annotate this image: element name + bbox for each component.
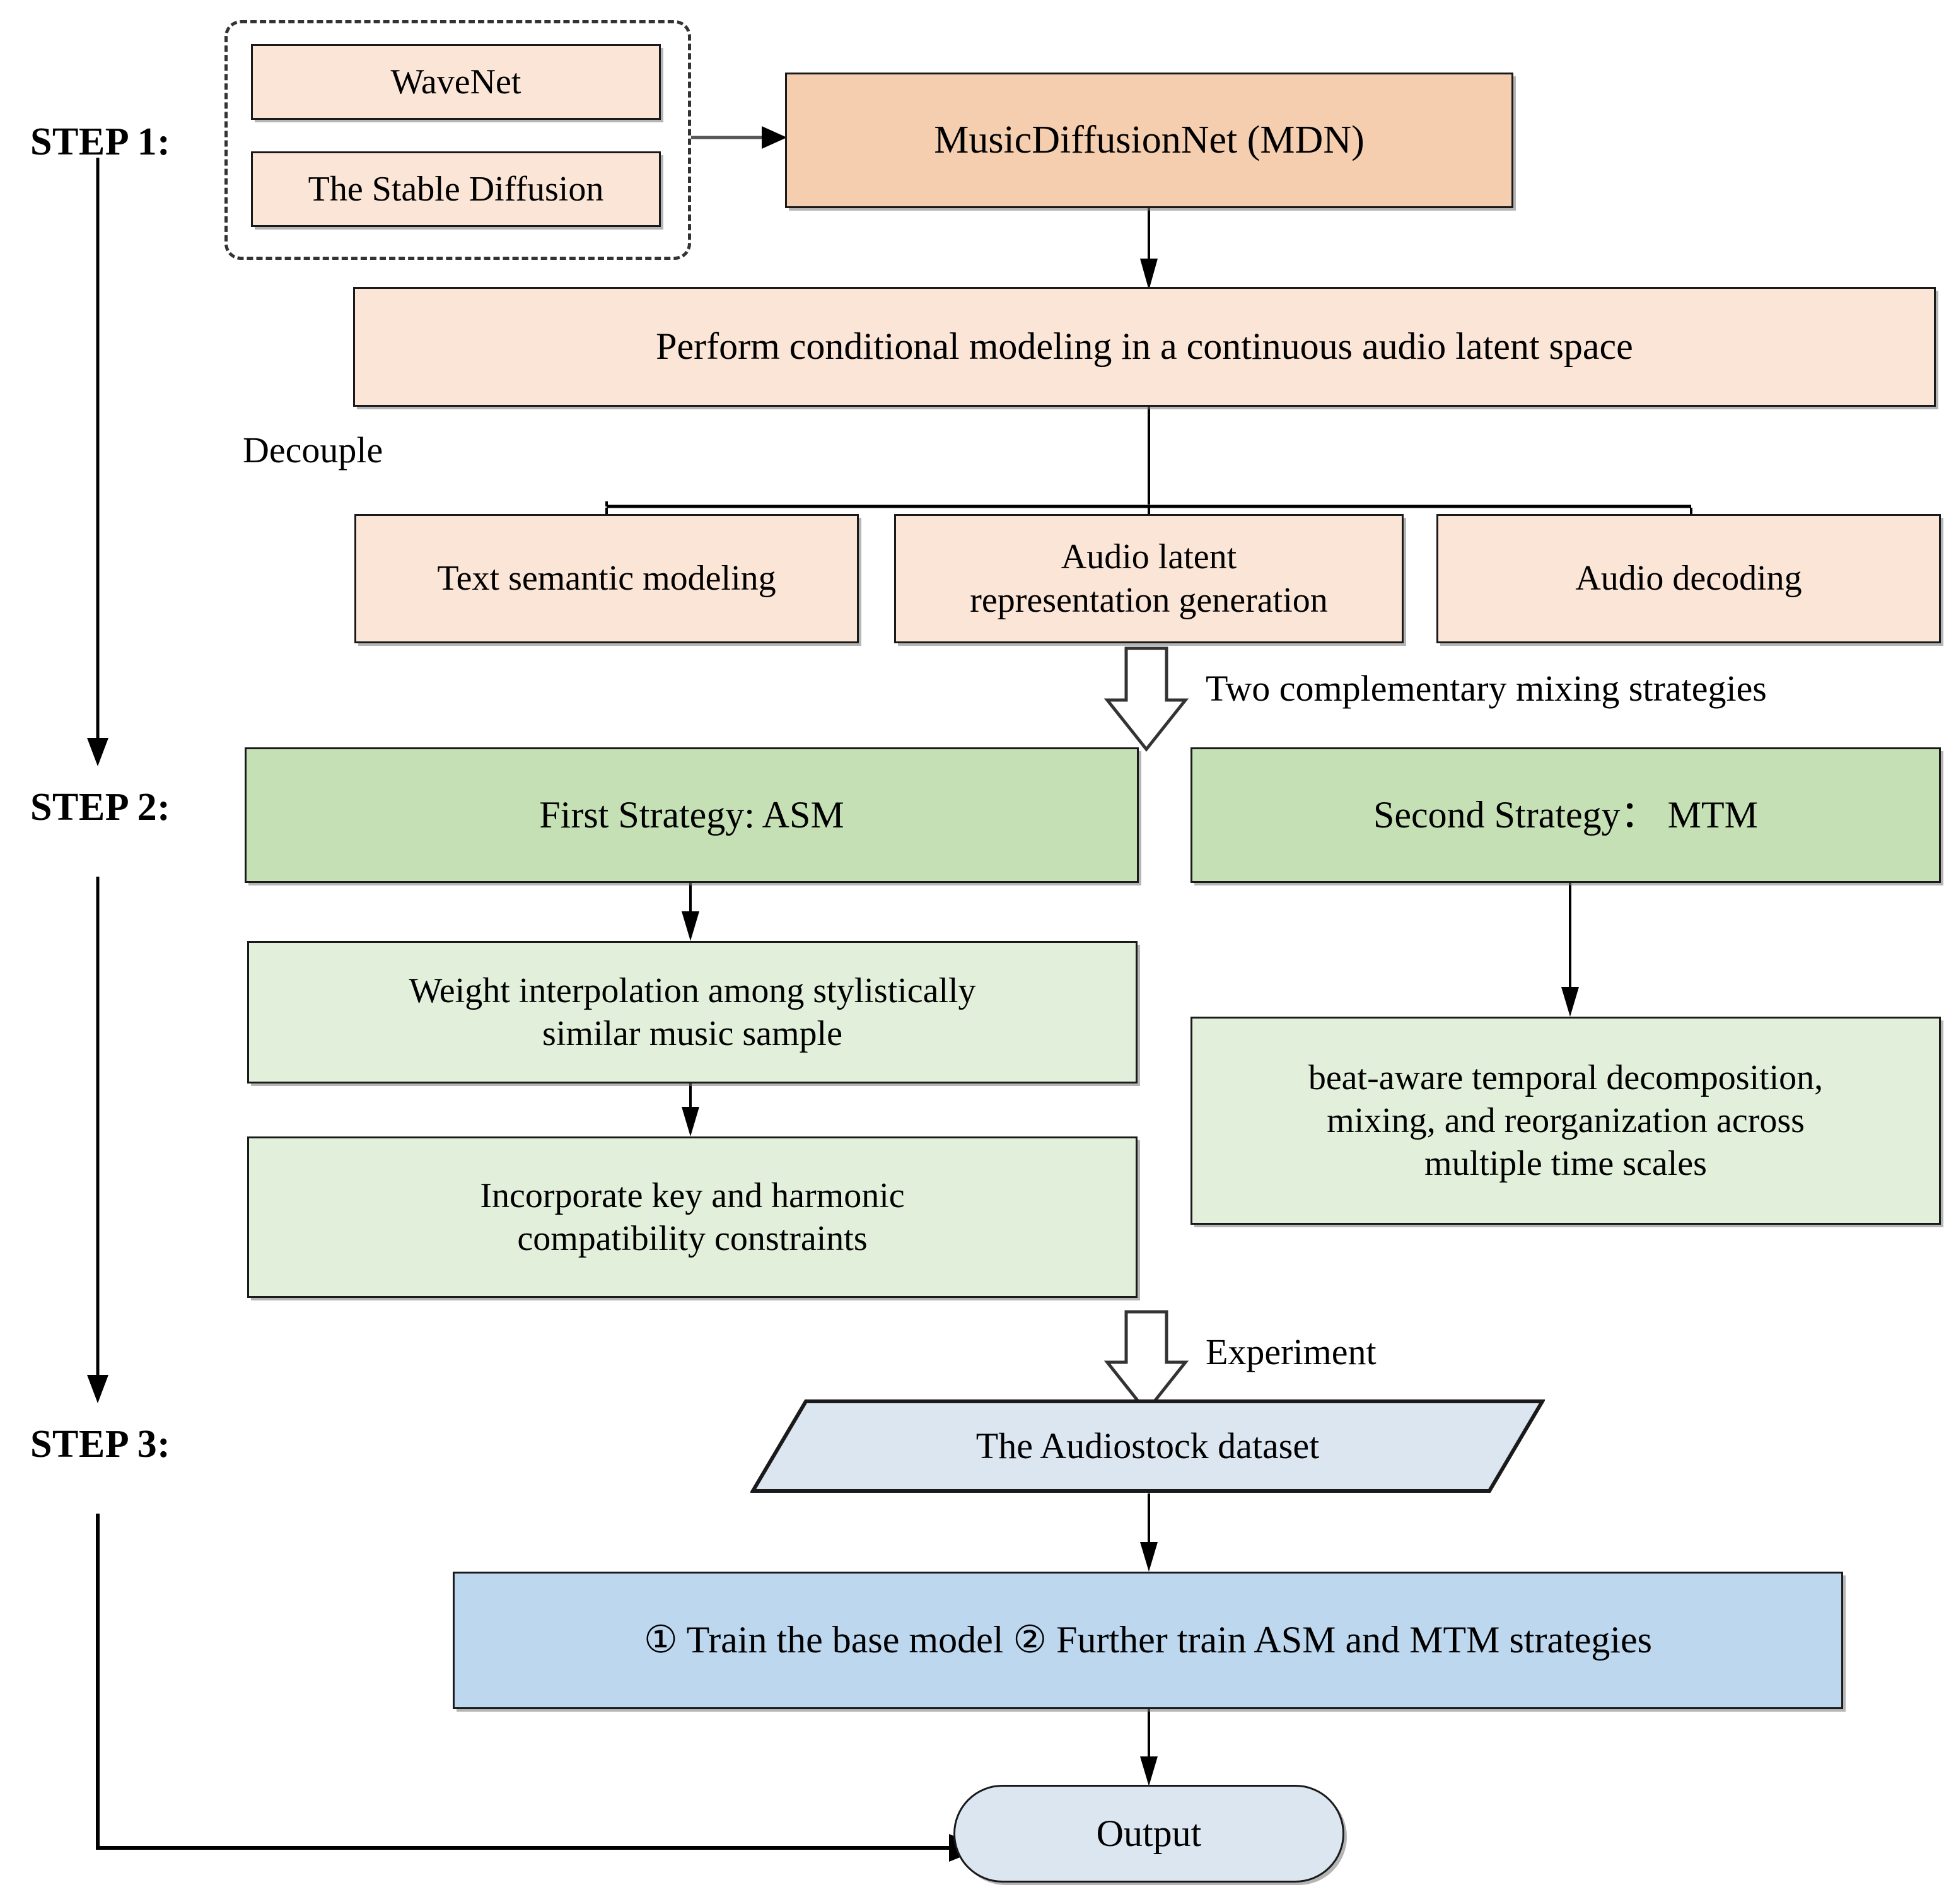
label-experiment: Experiment: [1206, 1331, 1377, 1372]
backbone-group: [224, 20, 691, 260]
node-stable-diffusion[interactable]: The Stable Diffusion: [251, 151, 661, 227]
node-weight-interpolation-line1: Weight interpolation among stylistically: [409, 971, 976, 1010]
node-key-harmonic-line2: compatibility constraints: [517, 1219, 868, 1258]
node-key-harmonic-line1: Incorporate key and harmonic: [480, 1176, 905, 1215]
step-label-3: STEP 3:: [30, 1423, 171, 1466]
node-beat-aware-line2: mixing, and reorganization across: [1327, 1101, 1805, 1140]
node-text-semantic-modeling[interactable]: Text semantic modeling: [354, 514, 859, 643]
node-strategy-mtm-header-label: Second Strategy： MTM: [1373, 793, 1758, 836]
arrow-training-to-output: [1140, 1709, 1158, 1786]
arrow-backbones-to-mdn: [691, 126, 787, 149]
arrow-mtm-header-to-detail: [1561, 883, 1579, 1017]
arrow-dataset-to-training: [1140, 1493, 1158, 1572]
block-arrow-mixing-strategies: [1103, 646, 1189, 752]
node-training-plan[interactable]: ① Train the base model ② Further train A…: [453, 1572, 1843, 1709]
node-wavenet[interactable]: WaveNet: [251, 44, 661, 120]
node-audio-decoding[interactable]: Audio decoding: [1436, 514, 1941, 643]
node-weight-interpolation-line2: similar music sample: [542, 1014, 842, 1053]
node-text-semantic-modeling-label: Text semantic modeling: [437, 559, 776, 599]
spine-step1-to-step2: [87, 158, 108, 766]
node-audio-decoding-label: Audio decoding: [1575, 559, 1802, 599]
node-wavenet-label: WaveNet: [390, 62, 521, 102]
arrow-detail1-to-detail2: [682, 1083, 699, 1136]
node-audio-latent-line2: representation generation: [970, 580, 1328, 620]
label-decouple: Decouple: [243, 429, 383, 470]
node-mdn[interactable]: MusicDiffusionNet (MDN): [785, 73, 1513, 208]
node-strategy-asm-header[interactable]: First Strategy: ASM: [245, 747, 1139, 883]
block-arrow-experiment: [1103, 1310, 1189, 1415]
arrow-asm-header-to-detail1: [682, 883, 699, 941]
node-strategy-asm-header-label: First Strategy: ASM: [539, 793, 844, 836]
label-mixing-strategies: Two complementary mixing strategies: [1206, 668, 1767, 709]
node-training-plan-label: ① Train the base model ② Further train A…: [643, 1619, 1653, 1661]
arrow-mdn-to-objective: [1140, 208, 1158, 290]
step-label-2: STEP 2:: [30, 786, 171, 829]
node-stable-diffusion-label: The Stable Diffusion: [308, 169, 604, 209]
node-strategy-mtm-header[interactable]: Second Strategy： MTM: [1190, 747, 1941, 883]
node-audio-latent-line1: Audio latent: [1061, 537, 1237, 577]
node-output-label: Output: [1096, 1812, 1202, 1854]
step-label-1: STEP 1:: [30, 120, 171, 163]
node-conditional-modeling[interactable]: Perform conditional modeling in a contin…: [353, 287, 1936, 407]
node-audiostock-dataset-label: The Audiostock dataset: [975, 1425, 1320, 1466]
node-weight-interpolation[interactable]: Weight interpolation among stylistically…: [247, 941, 1138, 1083]
node-beat-aware-line1: beat-aware temporal decomposition,: [1308, 1058, 1824, 1097]
node-audiostock-dataset[interactable]: The Audiostock dataset: [750, 1399, 1545, 1493]
node-key-harmonic-constraints[interactable]: Incorporate key and harmonic compatibili…: [247, 1136, 1138, 1298]
node-beat-aware-decomposition[interactable]: beat-aware temporal decomposition, mixin…: [1190, 1017, 1941, 1225]
parallelogram-shape: [750, 1399, 1545, 1493]
node-beat-aware-line3: multiple time scales: [1424, 1144, 1707, 1184]
spine-step2-to-step3: [87, 877, 108, 1403]
node-mdn-label: MusicDiffusionNet (MDN): [934, 118, 1365, 161]
node-output[interactable]: Output: [953, 1785, 1344, 1883]
node-conditional-modeling-label: Perform conditional modeling in a contin…: [656, 325, 1633, 368]
node-audio-latent-representation[interactable]: Audio latent representation generation: [894, 514, 1404, 643]
